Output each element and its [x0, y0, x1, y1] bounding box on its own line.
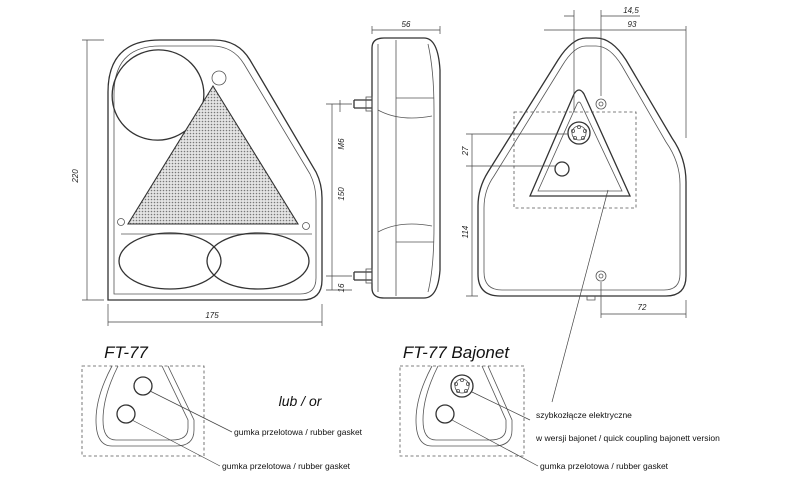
rear-dim-27: 27 — [461, 146, 470, 156]
detail-right-connector-note-2: w wersji bajonet / quick coupling bajone… — [535, 433, 720, 443]
rear-dim-93: 93 — [628, 20, 637, 29]
rear-view: 14,5 93 27 114 72 — [461, 6, 687, 403]
rear-dim-72: 72 — [638, 303, 647, 312]
detail-right-gasket-note: gumka przelotowa / rubber gasket — [540, 461, 669, 471]
rear-dim-14-5: 14,5 — [623, 6, 639, 15]
side-depth-dim: 56 — [402, 20, 411, 29]
or-separator: lub / or — [279, 393, 323, 409]
rear-dim-114: 114 — [461, 225, 470, 238]
side-bolt-spacing-dim: 150 — [337, 187, 346, 201]
front-view: 220 175 — [71, 39, 323, 326]
detail-ft77-bajonet: FT-77 Bajonet szybkozłącze elektryczne w… — [399, 343, 720, 471]
detail-right-connector-note-1: szybkozłącze elektryczne — [536, 410, 632, 420]
detail-left-title: FT-77 — [104, 343, 148, 362]
front-height-dim: 220 — [71, 169, 80, 184]
detail-left-note-upper: gumka przelotowa / rubber gasket — [234, 427, 363, 437]
side-bolt-offset-dim: 16 — [337, 283, 346, 292]
detail-left-note-lower: gumka przelotowa / rubber gasket — [222, 461, 351, 471]
side-thread-dim: M6 — [337, 138, 346, 150]
side-view: 56 M6 150 16 — [326, 20, 441, 299]
detail-right-title: FT-77 Bajonet — [403, 343, 510, 362]
front-width-dim: 175 — [205, 311, 219, 320]
detail-ft77: FT-77 gumka przelotowa / rubber gasket g… — [81, 343, 363, 471]
